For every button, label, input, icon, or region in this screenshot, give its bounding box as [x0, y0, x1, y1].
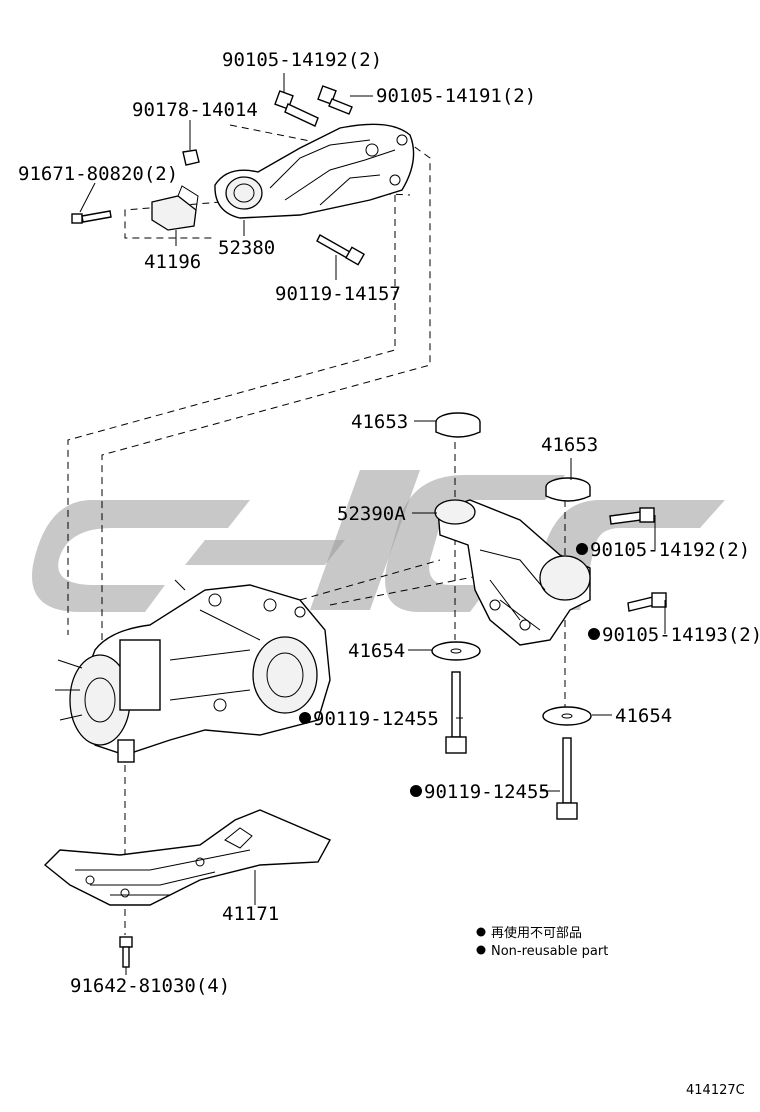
- bolt-long-2-icon: [556, 737, 578, 820]
- label-90105-14191: 90105-14191(2): [376, 85, 536, 107]
- cushion-lower-2-icon: [542, 706, 592, 726]
- non-reusable-marker: [410, 785, 422, 797]
- label-90178-14014: 90178-14014: [132, 99, 258, 121]
- label-91671-80820: 91671-80820(2): [18, 163, 178, 185]
- label-90119-12455-1: 90119-12455: [313, 708, 439, 730]
- legend-bullet: [476, 927, 486, 937]
- bolt-90105-14191-icon: [317, 85, 353, 115]
- bolt-91671-80820-icon: [71, 210, 112, 224]
- bolt-91642-81030-icon: [119, 936, 133, 968]
- legend-jp: 再使用不可部品: [491, 925, 582, 941]
- nut-90178-14014-icon: [182, 149, 200, 166]
- label-90119-12455-2: 90119-12455: [424, 781, 550, 803]
- label-52390a: 52390A: [337, 503, 406, 525]
- cushion-upper-1-icon: [435, 412, 481, 438]
- label-52380: 52380: [218, 237, 275, 259]
- label-90105-14193: 90105-14193(2): [602, 624, 760, 646]
- legend-bullet: [476, 945, 486, 955]
- label-41654-2: 41654: [615, 705, 672, 727]
- differential-carrier-icon: [55, 579, 331, 763]
- bracket-52380-icon: [214, 123, 415, 236]
- stopper-41196-icon: [151, 185, 199, 246]
- cushion-upper-2-icon: [545, 477, 591, 502]
- label-41653-1: 41653: [351, 411, 408, 433]
- label-90105-14192-member: 90105-14192(2): [590, 539, 750, 561]
- label-90119-14157: 90119-14157: [275, 283, 401, 305]
- bolt-90119-14157-icon: [316, 234, 366, 280]
- figure-code: 414127C: [686, 1083, 745, 1098]
- watermark-logo: [32, 470, 725, 612]
- legend-en: Non-reusable part: [491, 944, 608, 959]
- label-41171: 41171: [222, 903, 279, 925]
- leader-lines: [79, 73, 666, 975]
- cushion-lower-1-icon: [431, 641, 481, 661]
- non-reusable-marker: [299, 712, 311, 724]
- label-41196: 41196: [144, 251, 201, 273]
- bolt-long-1-icon: [445, 671, 467, 754]
- non-reusable-marker: [576, 543, 588, 555]
- bolt-90105-14192-icon: [274, 90, 319, 127]
- label-41654-1: 41654: [348, 640, 405, 662]
- bolt-90105-14192-member-icon: [609, 507, 655, 525]
- member-52390a-icon: [434, 499, 591, 646]
- cover-41171-icon: [43, 809, 331, 906]
- label-41653-2: 41653: [541, 434, 598, 456]
- non-reusable-marker: [588, 628, 600, 640]
- label-90105-14192: 90105-14192(2): [222, 49, 382, 71]
- label-91642-81030: 91642-81030(4): [70, 975, 230, 997]
- bolt-90105-14193-member-icon: [627, 592, 667, 612]
- legend: 再使用不可部品 Non-reusable part: [476, 925, 608, 959]
